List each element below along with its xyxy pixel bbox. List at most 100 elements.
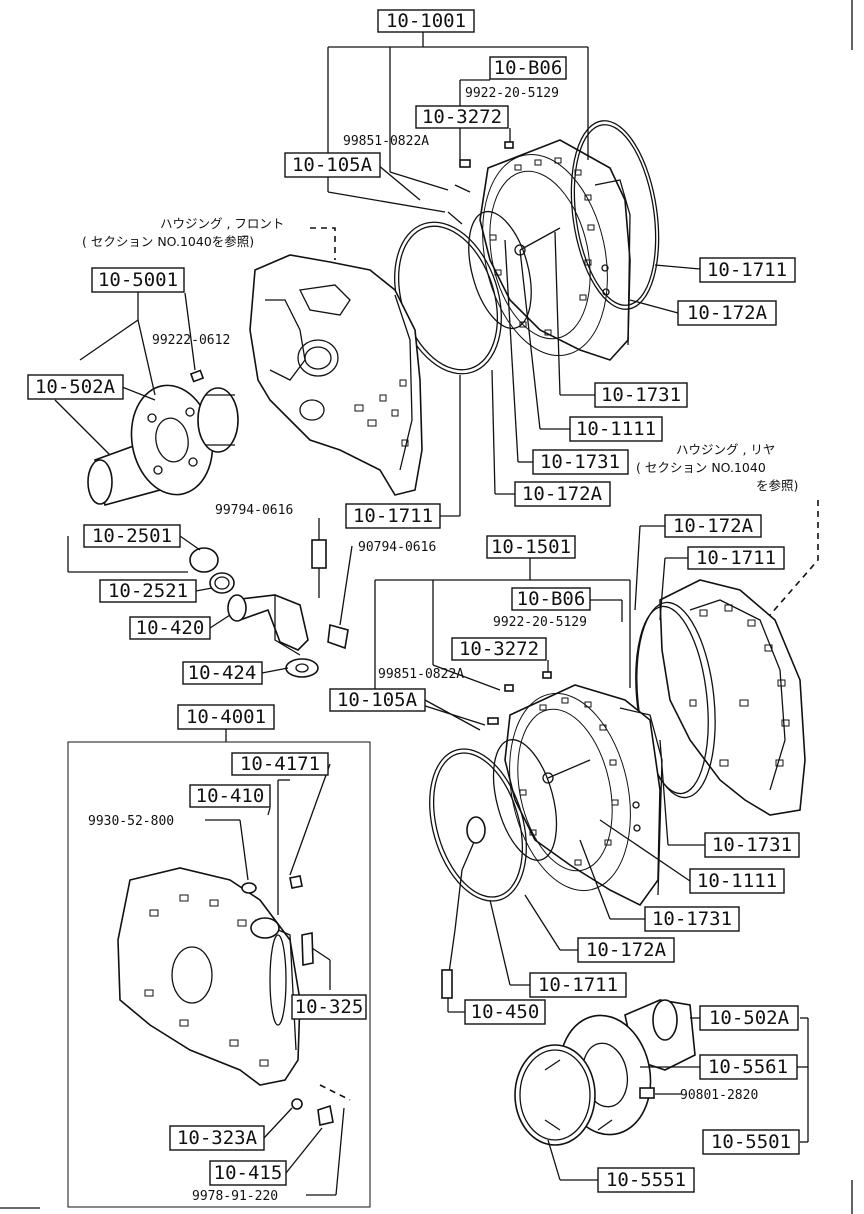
svg-text:10-1731: 10-1731 [712, 834, 792, 856]
svg-text:10-1731: 10-1731 [540, 451, 620, 473]
label-box: 10-2521 [99, 579, 197, 603]
svg-text:10-410: 10-410 [196, 785, 265, 807]
svg-text:10-1111: 10-1111 [697, 870, 777, 892]
label-box: 10-1111 [689, 868, 785, 894]
label-box: 10-4001 [177, 704, 275, 730]
label-box: 10-105A [329, 688, 426, 712]
svg-text:10-105A: 10-105A [337, 689, 418, 711]
svg-text:10-502A: 10-502A [709, 1007, 790, 1029]
oil-level-gauge [441, 816, 486, 999]
svg-text:10-2501: 10-2501 [92, 525, 172, 547]
svg-text:10-4171: 10-4171 [240, 753, 320, 775]
svg-text:10-5501: 10-5501 [711, 1131, 791, 1153]
label-box: 10-172A [577, 937, 675, 963]
svg-text:10-172A: 10-172A [687, 302, 768, 324]
svg-text:10-172A: 10-172A [586, 939, 667, 961]
label-box: 10-415 [209, 1160, 287, 1186]
reference-notes: ハウジング , フロント ( セクション NO.1040を参照) ハウジング ,… [82, 216, 798, 493]
part-number: 9922-20-5129 [493, 615, 587, 630]
label-box: 10-2501 [83, 524, 181, 548]
label-box: 10-1001 [377, 9, 475, 33]
oil-pipe-assembly [189, 539, 349, 678]
svg-text:10-1711: 10-1711 [353, 505, 433, 527]
part-number: 99222-0612 [152, 333, 230, 348]
part-number: 99851-0822A [378, 667, 464, 682]
label-box: 10-105A [284, 152, 381, 178]
svg-text:10-1001: 10-1001 [386, 10, 466, 32]
label-box: 10-410 [189, 784, 271, 808]
svg-text:10-1731: 10-1731 [601, 384, 681, 406]
svg-text:10-1711: 10-1711 [538, 974, 618, 996]
rear-intermediate-housing [504, 684, 663, 907]
svg-text:10-105A: 10-105A [292, 154, 373, 176]
label-box: 10-1111 [569, 416, 663, 442]
label-box: 10-172A [664, 514, 762, 538]
label-box: 10-5551 [597, 1167, 695, 1193]
label-box: 10-5561 [699, 1054, 798, 1080]
label-box: 10-3272 [415, 105, 509, 129]
part-number: 99794-0616 [215, 503, 293, 518]
group-frame-10-4001 [67, 741, 371, 1208]
note-rear-housing: ハウジング , リヤ [676, 442, 775, 457]
label-box: 10-1711 [345, 503, 441, 529]
svg-text:10-B06: 10-B06 [494, 57, 563, 79]
svg-text:10-5001: 10-5001 [98, 269, 178, 291]
svg-text:10-420: 10-420 [136, 617, 205, 639]
label-box: 10-172A [677, 300, 777, 326]
gasket-ring-right [570, 120, 660, 310]
label-box: 10-450 [464, 999, 546, 1025]
label-box: 10-1731 [532, 449, 629, 475]
label-box: 10-5001 [91, 267, 185, 293]
front-housing [249, 254, 423, 496]
seal-ring-rear [429, 748, 527, 902]
svg-text:10-1711: 10-1711 [696, 547, 776, 569]
leader-lines [54, 32, 809, 1196]
part-number: 9922-20-5129 [465, 86, 559, 101]
svg-text:10-325: 10-325 [295, 996, 364, 1018]
svg-text:10-172A: 10-172A [522, 483, 603, 505]
label-box: 10-502A [699, 1005, 799, 1031]
svg-text:10-5551: 10-5551 [606, 1169, 686, 1191]
svg-text:10-323A: 10-323A [177, 1127, 258, 1149]
label-box: 10-B06 [511, 587, 591, 611]
eccentric-shaft-pulley [87, 384, 239, 506]
label-box: 10-1501 [486, 535, 576, 559]
svg-text:10-450: 10-450 [471, 1001, 540, 1023]
svg-text:10-5561: 10-5561 [708, 1056, 788, 1078]
ref-line-rear [769, 500, 819, 616]
label-box: 10-1711 [699, 257, 796, 283]
front-intermediate-housing [479, 139, 631, 361]
svg-text:10-1731: 10-1731 [652, 908, 732, 930]
label-box: 10-3272 [451, 637, 547, 661]
label-box: 10-1731 [644, 906, 740, 932]
svg-text:10-B06: 10-B06 [517, 588, 586, 610]
label-box: 10-4171 [231, 752, 329, 776]
svg-text:10-502A: 10-502A [35, 376, 116, 398]
svg-text:10-1501: 10-1501 [491, 536, 571, 558]
label-box: 10-1731 [704, 832, 800, 858]
rear-stationary-gear [514, 999, 696, 1146]
svg-text:10-172A: 10-172A [673, 515, 754, 537]
label-box: 10-323A [169, 1125, 265, 1151]
label-box: 10-325 [291, 994, 367, 1020]
part-number: 9978-91-220 [192, 1189, 278, 1204]
label-box: 10-1711 [529, 972, 627, 998]
label-box: 10-5501 [702, 1129, 800, 1155]
svg-text:10-415: 10-415 [214, 1162, 283, 1184]
label-box: 10-172A [514, 481, 611, 507]
note-front-section: ( セクション NO.1040を参照) [82, 234, 254, 249]
svg-text:10-1111: 10-1111 [576, 418, 656, 440]
svg-text:10-1711: 10-1711 [707, 259, 787, 281]
label-box: 10-502A [27, 374, 124, 400]
note-front-housing: ハウジング , フロント [160, 216, 284, 231]
part-numbers: 9922-20-5129 99851-0822A 99222-0612 9979… [88, 86, 758, 1204]
note-rear-section: ( セクション NO.1040 [636, 460, 766, 475]
label-box: 10-B06 [489, 56, 567, 80]
svg-text:10-424: 10-424 [188, 662, 257, 684]
note-rear-refer: を参照) [756, 478, 798, 493]
label-box: 10-1711 [687, 546, 785, 570]
ref-line-front [310, 227, 336, 260]
label-box: 10-424 [182, 661, 263, 685]
